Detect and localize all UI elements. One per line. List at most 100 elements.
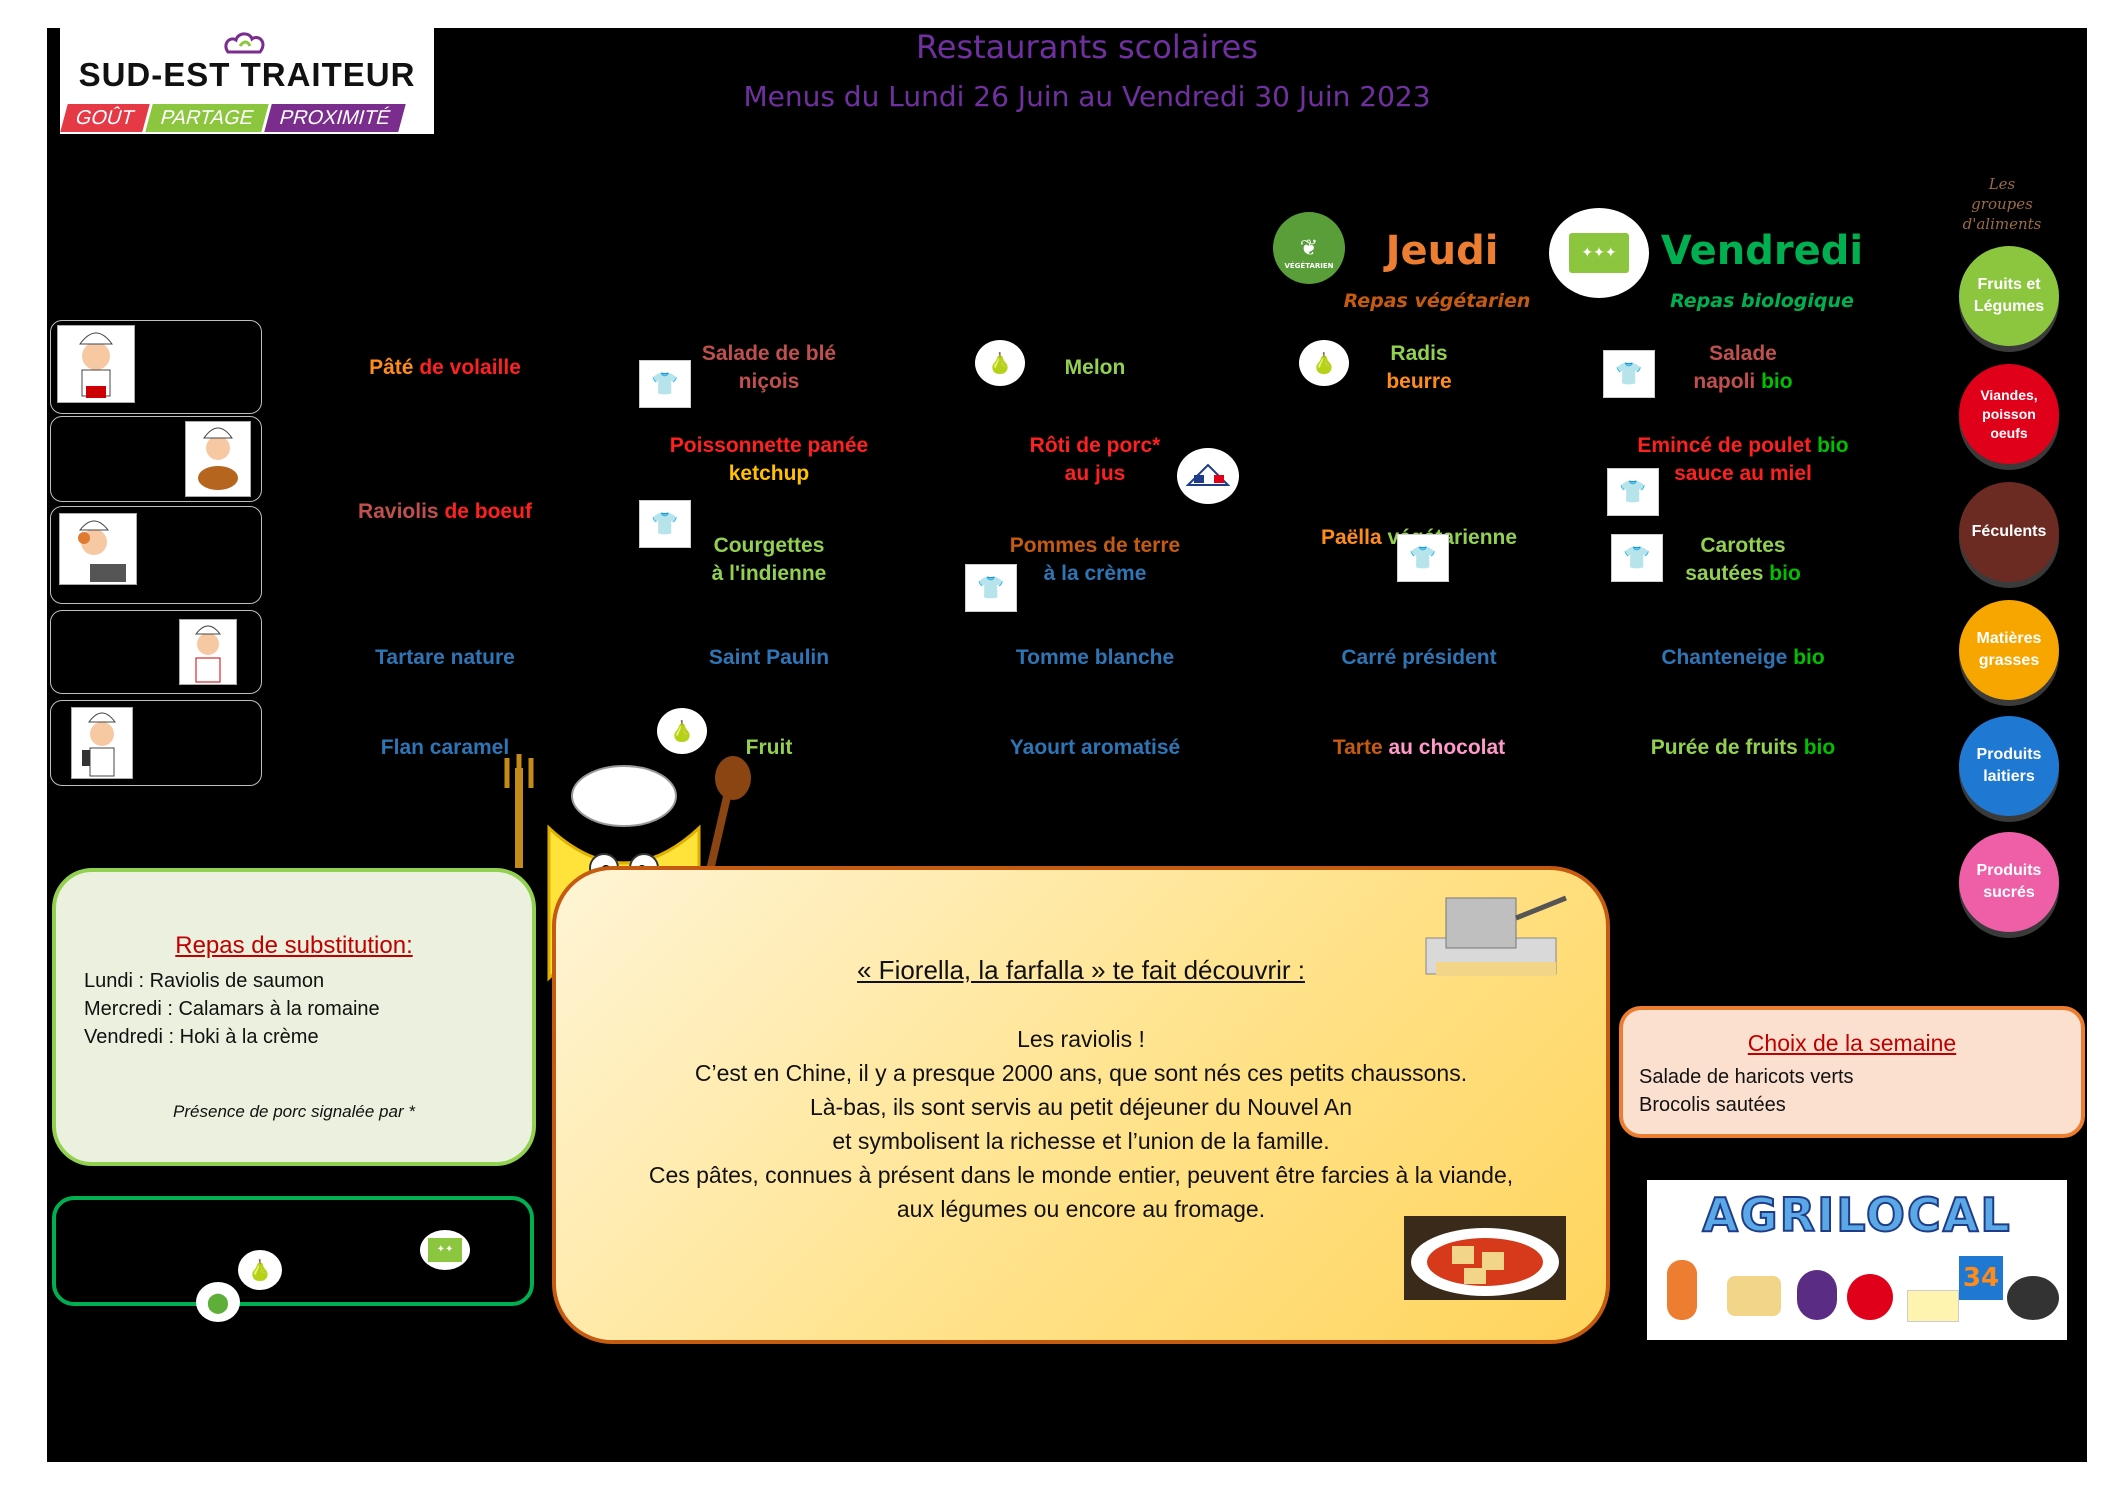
laitage-mardi: Saint Paulin: [708, 646, 830, 669]
weekly-choice-box: Choix de la semaine Salade de haricots v…: [1619, 1006, 2085, 1138]
dessert-mercredi: Yaourt aromatisé: [1009, 736, 1181, 759]
fruits-vegetables-icon: 🍐: [975, 340, 1025, 386]
sheep-icon: [2007, 1276, 2059, 1320]
eu-organic-leaf-icon: ✦✦✦: [1569, 233, 1629, 273]
french-origin-icon: [1177, 448, 1239, 504]
chef-plat-icon: [185, 421, 251, 497]
row-dessert: [50, 700, 262, 786]
logo-tagline: GOÛT PARTAGE PROXIMITÉ: [60, 104, 406, 132]
ravioli-dish-icon: [1404, 1216, 1566, 1300]
weekly-choice-title: Choix de la semaine: [1747, 1030, 1957, 1056]
dessert-vendredi: Purée de fruits bio: [1650, 736, 1836, 759]
dessert-mardi: Fruit: [745, 736, 793, 759]
substitution-line: Vendredi : Hoki à la crème: [84, 1026, 319, 1048]
agrilocal-logo: AGRILOCAL 34: [1647, 1180, 2067, 1340]
label-legend-box: ✦✦ 🍐 ⬤: [52, 1196, 534, 1322]
laitage-jeudi: Carré président: [1341, 646, 1497, 669]
local-pin-icon: ⬤: [196, 1282, 240, 1322]
food-groups-heading: Les groupes d'aliments: [1962, 175, 2042, 233]
agrilocal-name: AGRILOCAL: [1701, 1187, 2012, 1243]
day-jeudi: Jeudi: [1385, 228, 1499, 274]
entree-mercredi: Melon: [1064, 356, 1126, 379]
pork-note: Présence de porc signalée par *: [173, 1102, 415, 1121]
substitution-line: Mercredi : Calamars à la romaine: [84, 998, 380, 1020]
row-plat: [50, 416, 262, 502]
menu-sheet: SUD-EST TRAITEUR GOÛT PARTAGE PROXIMITÉ …: [47, 28, 2087, 1462]
story-line: et symbolisent la richesse et l’union de…: [832, 1128, 1330, 1154]
row-accompagnement: [50, 506, 262, 604]
page-subtitle: Menus du Lundi 26 Juin au Vendredi 30 Ju…: [743, 80, 1431, 113]
chef-made-icon: 👕: [1611, 534, 1663, 582]
plat-lundi: Raviolis de boeuf: [358, 500, 532, 523]
eggplant-icon: [1797, 1270, 1837, 1320]
substitution-box: Repas de substitution: Lundi : Raviolis …: [52, 868, 536, 1166]
chef-made-icon: 👕: [639, 500, 691, 548]
vegetarian-badge: ❦ VÉGÉTARIEN: [1273, 212, 1345, 284]
row-entree: [50, 320, 262, 414]
company-logo: SUD-EST TRAITEUR GOÛT PARTAGE PROXIMITÉ: [60, 28, 434, 134]
fruits-vegetables-icon: 🍐: [238, 1250, 282, 1290]
plat-mercredi: Rôti de porc*au jus: [1029, 434, 1161, 485]
group-feculents: Féculents: [1959, 482, 2059, 582]
tagline-proximite: PROXIMITÉ: [264, 104, 406, 132]
chef-laitage-icon: [179, 619, 237, 685]
carrot-icon: [1667, 1260, 1697, 1320]
chef-accompagnement-icon: [59, 513, 137, 585]
tagline-partage: PARTAGE: [145, 104, 269, 132]
day-vendredi-sub: Repas biologique: [1670, 290, 1854, 312]
fruits-vegetables-icon: 🍐: [1299, 340, 1349, 386]
dessert-jeudi: Tarte au chocolat: [1332, 736, 1506, 759]
tagline-gout: GOÛT: [60, 104, 150, 132]
chef-made-icon: 👕: [1603, 350, 1655, 398]
entree-lundi: Pâté de volaille: [369, 356, 521, 379]
story-line: Ces pâtes, connues à présent dans le mon…: [648, 1162, 1514, 1188]
story-line: Les raviolis !: [1017, 1026, 1145, 1052]
weekly-choice-line: Brocolis sautées: [1639, 1094, 1786, 1116]
story-line: C’est en Chine, il y a presque 2000 ans,…: [694, 1060, 1468, 1086]
story-title: « Fiorella, la farfalla » te fait découv…: [857, 955, 1305, 985]
entree-vendredi: Salade napoli bio: [1693, 342, 1793, 393]
row-laitage: [50, 610, 262, 694]
cheese-icon: [1907, 1290, 1959, 1322]
story-line: aux légumes ou encore au fromage.: [896, 1196, 1266, 1222]
chef-made-icon: 👕: [1607, 468, 1659, 516]
story-line: Là-bas, ils sont servis au petit déjeune…: [809, 1094, 1353, 1120]
fiorella-story-box: « Fiorella, la farfalla » te fait découv…: [552, 866, 1610, 1344]
substitution-line: Lundi : Raviolis de saumon: [84, 970, 325, 992]
vegetarian-badge-label: VÉGÉTARIEN: [1284, 262, 1334, 270]
bio-badge: ✦✦✦: [1549, 208, 1649, 298]
logo-name: SUD-EST TRAITEUR: [78, 56, 416, 93]
accomp-vendredi: Carottes sautées bio: [1685, 534, 1801, 585]
chef-hat-icon: [224, 32, 265, 54]
weekly-choice-line: Salade de haricots verts: [1639, 1066, 1854, 1088]
leaf-icon: ❦: [1299, 236, 1319, 261]
chef-made-icon: 👕: [639, 360, 691, 408]
substitution-title: Repas de substitution:: [175, 932, 413, 959]
fruits-vegetables-icon: 🍐: [657, 708, 707, 754]
page-title: Restaurants scolaires: [915, 28, 1259, 66]
chef-made-icon: 👕: [965, 564, 1017, 612]
tomato-icon: [1847, 1274, 1893, 1320]
laitage-vendredi: Chanteneige bio: [1661, 646, 1825, 669]
chef-made-icon: 👕: [1397, 534, 1449, 582]
day-jeudi-sub: Repas végétarien: [1343, 290, 1531, 312]
pasta-machine-icon: [1425, 895, 1567, 976]
eu-organic-leaf-icon: ✦✦: [420, 1230, 470, 1270]
bread-icon: [1727, 1276, 1781, 1316]
plat-vendredi: Emincé de poulet bio sauce au miel: [1637, 434, 1849, 485]
dessert-lundi: Flan caramel: [380, 736, 510, 759]
agrilocal-number: 34: [1959, 1256, 2003, 1300]
laitage-mercredi: Tomme blanche: [1015, 646, 1175, 669]
chef-entree-icon: [57, 325, 135, 403]
chef-dessert-icon: [71, 707, 133, 779]
